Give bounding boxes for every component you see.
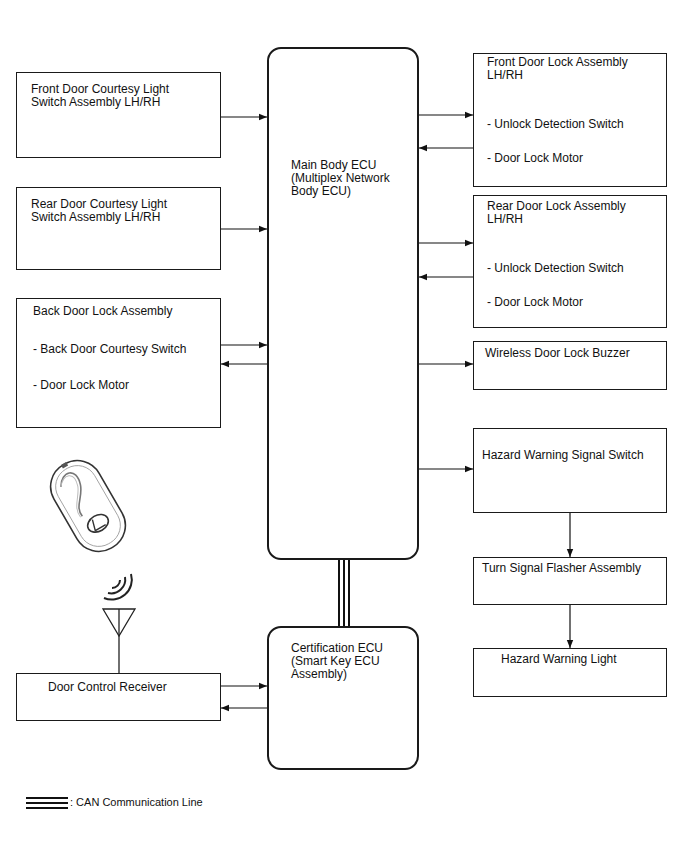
component-box: Hazard Warning Signal Switch	[473, 428, 667, 513]
connector-stroke	[419, 242, 473, 243]
key-fob	[41, 451, 135, 561]
sub-component: - Door Lock Motor	[33, 379, 200, 392]
can-bus-line	[339, 560, 349, 626]
signal-arrow	[221, 117, 267, 118]
legend-item: : CAN Communication Line	[24, 794, 284, 812]
connector-stroke	[221, 116, 267, 117]
signal-arrow	[221, 708, 267, 709]
connector-stroke	[569, 513, 570, 557]
connector-stroke	[419, 114, 473, 115]
signal-arrow	[419, 469, 473, 470]
connector-stroke	[348, 560, 350, 626]
legend-swatch	[24, 794, 68, 812]
component-name: Rear Door Lock Assembly LH/RH	[487, 200, 656, 226]
signal-arrow	[570, 513, 571, 557]
component-box: Front Door Courtesy Light Switch Assembl…	[16, 72, 221, 158]
component-name: Rear Door Courtesy Light Switch Assembly…	[31, 198, 180, 224]
sub-component: - Unlock Detection Switch	[487, 262, 656, 275]
connector-stroke	[419, 276, 473, 277]
component-box: Rear Door Courtesy Light Switch Assembly…	[16, 187, 221, 270]
component-box: Hazard Warning Light	[473, 648, 667, 697]
connector-stroke	[419, 468, 473, 469]
connector-stroke	[221, 228, 267, 229]
signal-arrow	[570, 605, 571, 648]
component-name: Certification ECU (Smart Key ECU Assembl…	[291, 642, 402, 682]
connector-stroke	[221, 344, 267, 345]
signal-arrow	[221, 364, 267, 365]
component-name: Door Control Receiver	[48, 681, 210, 694]
component-box: Door Control Receiver	[16, 673, 221, 721]
sub-component: - Door Lock Motor	[487, 296, 656, 309]
signal-arrow	[221, 345, 267, 346]
ecu-box: Main Body ECU (Multiplex Network Body EC…	[267, 47, 419, 560]
component-box: Wireless Door Lock Buzzer	[473, 341, 667, 390]
ecu-box: Certification ECU (Smart Key ECU Assembl…	[267, 626, 419, 770]
sub-component: - Back Door Courtesy Switch	[33, 343, 200, 356]
component-name: Hazard Warning Light	[501, 653, 656, 666]
component-box: Back Door Lock Assembly - Back Door Court…	[16, 298, 221, 428]
component-name: Main Body ECU (Multiplex Network Body EC…	[291, 159, 402, 199]
signal-arrow	[419, 277, 473, 278]
component-box: Turn Signal Flasher Assembly	[473, 557, 667, 605]
connector-stroke	[221, 707, 267, 708]
component-name: Front Door Lock Assembly LH/RH	[487, 56, 656, 82]
connector-stroke	[419, 147, 473, 148]
legend-text: : CAN Communication Line	[70, 796, 203, 808]
connector-stroke	[343, 560, 345, 626]
signal-waves	[104, 574, 132, 600]
antenna-symbol	[103, 609, 135, 673]
signal-arrow	[419, 115, 473, 116]
connector-stroke	[338, 560, 340, 626]
component-box: Front Door Lock Assembly LH/RH - Unlock D…	[473, 53, 667, 187]
signal-arrow	[419, 148, 473, 149]
signal-arrow	[221, 229, 267, 230]
connector-stroke	[221, 685, 267, 686]
signal-arrow	[419, 364, 473, 365]
sub-component: - Unlock Detection Switch	[487, 118, 656, 131]
sub-component: - Door Lock Motor	[487, 152, 656, 165]
component-name: Turn Signal Flasher Assembly	[482, 562, 656, 575]
component-box: Rear Door Lock Assembly LH/RH - Unlock De…	[473, 195, 667, 328]
component-name: Wireless Door Lock Buzzer	[485, 347, 656, 360]
signal-arrow	[221, 686, 267, 687]
connector-stroke	[419, 363, 473, 364]
connector-stroke	[569, 605, 570, 648]
component-name: Back Door Lock Assembly	[33, 305, 200, 318]
component-name: Hazard Warning Signal Switch	[482, 449, 656, 462]
component-name: Front Door Courtesy Light Switch Assembl…	[31, 83, 180, 109]
connector-stroke	[221, 363, 267, 364]
signal-arrow	[419, 243, 473, 244]
